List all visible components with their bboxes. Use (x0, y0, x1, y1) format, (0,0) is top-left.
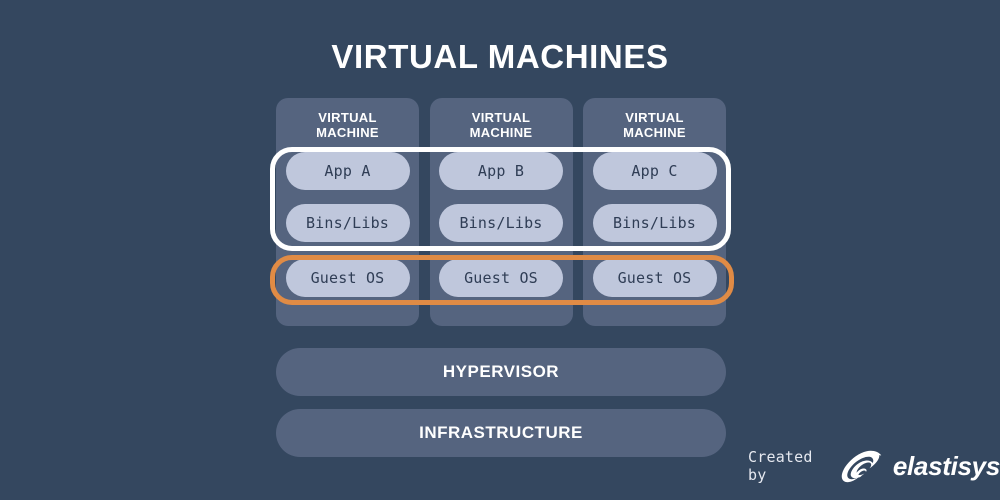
vm-card-2-app-pill: App B (439, 152, 563, 190)
vm-card-1-bins-libs-pill: Bins/Libs (285, 204, 410, 242)
vm-card-3-guest-os-pill: Guest OS (592, 259, 717, 297)
vm-card-3-app-pill: App C (592, 152, 717, 190)
page-title: VIRTUAL MACHINES (331, 38, 669, 75)
elastisys-wordmark: elastisys (892, 450, 1000, 481)
hypervisor-bar: HYPERVISOR (276, 348, 726, 396)
vm-card-1-guest-os-pill: Guest OS (285, 259, 410, 297)
vm-card-2-bins-libs-pill: Bins/Libs (439, 204, 563, 242)
vm-card-3: VIRTUAL MACHINE App C Bins/Libs Guest OS (583, 98, 726, 326)
vm-card-3-header: VIRTUAL MACHINE (623, 110, 686, 140)
vm-card-1-header: VIRTUAL MACHINE (316, 110, 379, 140)
virtual-machines-row: VIRTUAL MACHINE App A Bins/Libs Guest OS… (276, 98, 726, 326)
vm-card-2-guest-os-pill: Guest OS (439, 259, 563, 297)
vm-card-1-app-pill: App A (285, 152, 410, 190)
vm-card-2: VIRTUAL MACHINE App B Bins/Libs Guest OS (429, 98, 573, 326)
credit-block: Created by elastisys (748, 448, 1000, 484)
credit-prefix-label: Created by (748, 448, 813, 484)
vm-card-1: VIRTUAL MACHINE App A Bins/Libs Guest OS (276, 98, 419, 326)
vm-card-2-header: VIRTUAL MACHINE (469, 110, 533, 140)
vm-card-3-bins-libs-pill: Bins/Libs (592, 204, 717, 242)
infrastructure-bar: INFRASTRUCTURE (276, 409, 726, 457)
elastisys-shell-logo-icon (842, 450, 882, 483)
